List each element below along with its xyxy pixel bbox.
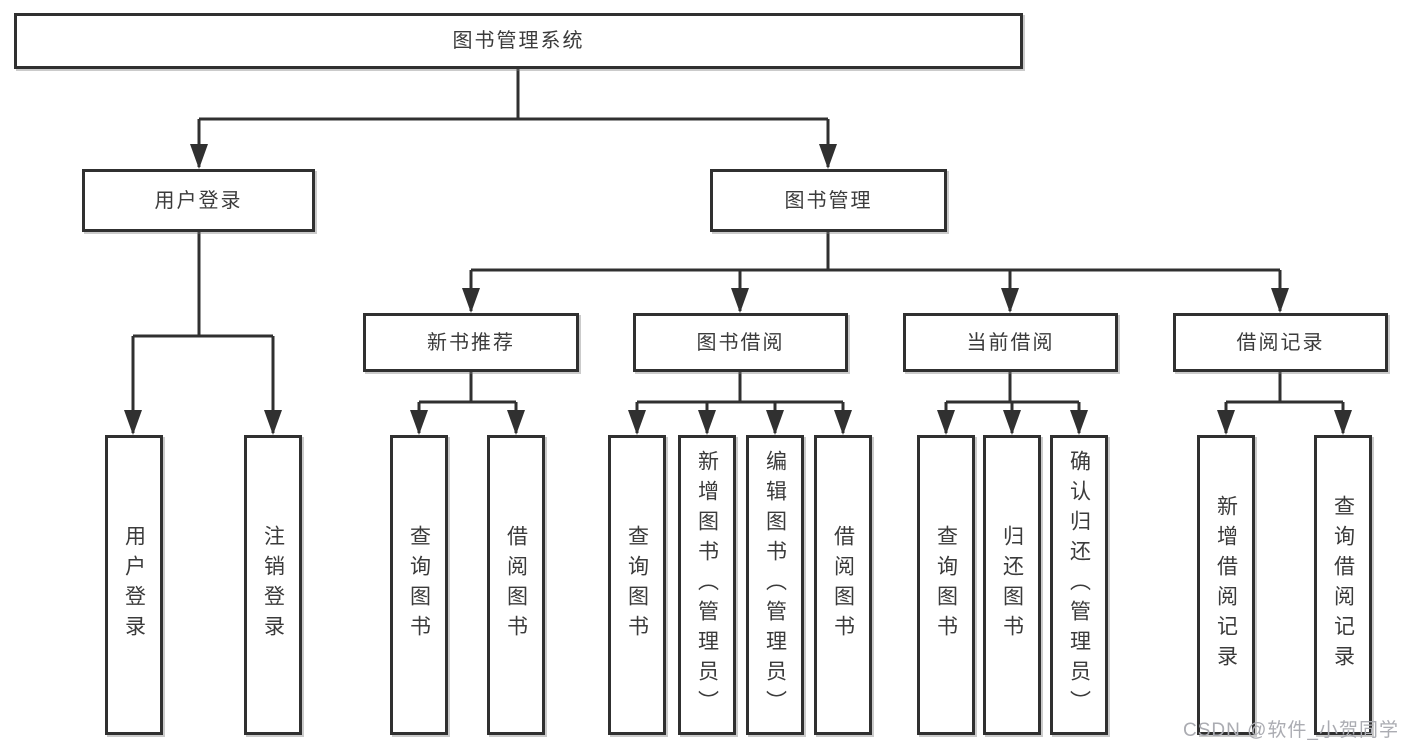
leaf-query-books-borrow: 查询图书 (608, 435, 666, 735)
leaf-query-books-current-label: 查询图书 (934, 525, 958, 645)
leaf-add-borrow-record: 新增借阅记录 (1197, 435, 1255, 735)
leaf-query-books-recommend-label: 查询图书 (407, 525, 431, 645)
leaf-borrow-books-borrow: 借阅图书 (814, 435, 872, 735)
leaf-logout: 注销登录 (244, 435, 302, 735)
watermark: CSDN @软件_小贺同学 (1183, 720, 1399, 741)
leaf-query-books-borrow-label: 查询图书 (625, 525, 649, 645)
node-user-login-label: 用户登录 (154, 189, 243, 212)
leaf-return-books-label: 归还图书 (1000, 525, 1024, 645)
node-root: 图书管理系统 (14, 13, 1023, 69)
leaf-query-borrow-record: 查询借阅记录 (1314, 435, 1372, 735)
leaf-add-book-admin: 新增图书（管理员） (678, 435, 736, 735)
leaf-add-book-admin-label: 新增图书（管理员） (695, 450, 719, 720)
node-book-management: 图书管理 (710, 169, 947, 232)
leaf-confirm-return-admin-label: 确认归还（管理员） (1067, 450, 1091, 720)
leaf-confirm-return-admin: 确认归还（管理员） (1050, 435, 1108, 735)
node-new-book-recommend-label: 新书推荐 (427, 331, 515, 354)
leaf-query-books-current: 查询图书 (917, 435, 975, 735)
node-book-management-label: 图书管理 (784, 189, 873, 212)
node-current-borrow: 当前借阅 (903, 313, 1118, 372)
node-current-borrow-label: 当前借阅 (966, 331, 1055, 354)
leaf-edit-book-admin-label: 编辑图书（管理员） (763, 450, 787, 720)
node-book-borrow-label: 图书借阅 (696, 331, 785, 354)
leaf-borrow-books-borrow-label: 借阅图书 (831, 525, 855, 645)
leaf-borrow-books-recommend-label: 借阅图书 (504, 525, 528, 645)
leaf-query-books-recommend: 查询图书 (390, 435, 448, 735)
node-borrow-records: 借阅记录 (1173, 313, 1388, 372)
leaf-logout-label: 注销登录 (261, 525, 285, 645)
leaf-query-borrow-record-label: 查询借阅记录 (1331, 495, 1355, 675)
leaf-user-login: 用户登录 (105, 435, 163, 735)
leaf-return-books: 归还图书 (983, 435, 1041, 735)
node-root-label: 图书管理系统 (452, 30, 585, 52)
node-new-book-recommend: 新书推荐 (363, 313, 579, 372)
leaf-edit-book-admin: 编辑图书（管理员） (746, 435, 804, 735)
node-user-login: 用户登录 (82, 169, 315, 232)
node-borrow-records-label: 借阅记录 (1236, 331, 1325, 354)
leaf-borrow-books-recommend: 借阅图书 (487, 435, 545, 735)
node-book-borrow: 图书借阅 (633, 313, 848, 372)
leaf-user-login-label: 用户登录 (122, 525, 146, 645)
leaf-add-borrow-record-label: 新增借阅记录 (1214, 495, 1238, 675)
